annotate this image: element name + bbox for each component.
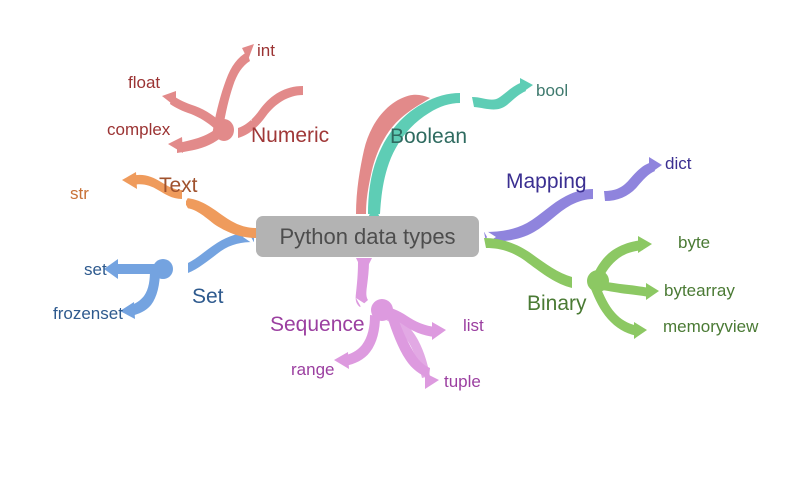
branch-text[interactable] xyxy=(122,172,256,238)
branch-label-numeric[interactable]: Numeric xyxy=(251,124,330,147)
leaf-set-frozenset xyxy=(129,269,160,316)
leaf-label-tuple[interactable]: tuple xyxy=(444,372,481,391)
leaf-label-byte[interactable]: byte xyxy=(678,233,711,252)
leaf-mapping-dict-arrow xyxy=(649,157,662,174)
branch-numeric-trunk xyxy=(356,94,430,214)
branch-sequence-notch xyxy=(356,298,370,316)
branch-set[interactable] xyxy=(104,228,256,319)
leaf-label-float[interactable]: float xyxy=(128,73,161,92)
branch-binary-notch xyxy=(574,273,588,291)
branch-mapping[interactable] xyxy=(482,157,662,246)
branch-sequence-trunk xyxy=(355,262,369,307)
leaf-label-complex[interactable]: complex xyxy=(107,120,171,139)
leaf-numeric-int xyxy=(212,52,250,137)
leaf-binary-memoryview xyxy=(591,286,638,336)
leaf-binary-memoryview-arrow xyxy=(634,322,647,339)
leaf-label-dict[interactable]: dict xyxy=(665,154,692,173)
branch-label-binary[interactable]: Binary xyxy=(527,292,587,315)
center-node[interactable]: Python data types xyxy=(256,216,479,257)
branch-binary[interactable] xyxy=(484,236,659,339)
leaf-label-list[interactable]: list xyxy=(463,316,484,335)
leaf-numeric-float-arrow xyxy=(162,91,176,107)
leaf-label-bytearray[interactable]: bytearray xyxy=(664,281,735,300)
leaf-text-str-arrow xyxy=(122,172,137,189)
branch-sequence-arc xyxy=(382,312,430,378)
branch-numeric[interactable] xyxy=(162,44,430,214)
leaf-sequence-list-arrow xyxy=(432,322,446,340)
branch-set-trunk xyxy=(188,232,254,273)
leaf-sequence-tuple-arrow xyxy=(425,373,439,389)
leaf-numeric-float xyxy=(170,95,224,131)
leaf-label-int[interactable]: int xyxy=(257,41,275,60)
branch-label-set[interactable]: Set xyxy=(192,285,224,308)
branch-sequence[interactable] xyxy=(334,258,446,389)
branch-text-trunk xyxy=(186,198,256,238)
branch-boolean[interactable] xyxy=(366,78,533,222)
branch-binary-trunk xyxy=(484,238,572,288)
branch-label-sequence[interactable]: Sequence xyxy=(270,313,365,336)
leaf-label-frozenset[interactable]: frozenset xyxy=(53,304,123,323)
branch-label-boolean[interactable]: Boolean xyxy=(390,125,468,148)
branch-mapping-trunk xyxy=(484,189,593,242)
branch-numeric-fork xyxy=(214,119,234,141)
leaf-boolean-bool-arrow xyxy=(520,78,533,94)
branch-label-text[interactable]: Text xyxy=(159,174,198,197)
leaf-sequence-range-arrow xyxy=(334,352,349,369)
leaf-label-str[interactable]: str xyxy=(70,184,89,203)
branch-numeric-stem xyxy=(238,86,303,138)
leaf-set-frozenset-arrow xyxy=(120,302,135,319)
leaf-label-bool[interactable]: bool xyxy=(536,81,569,100)
branch-mapping-notch xyxy=(596,185,610,203)
leaf-label-memoryview[interactable]: memoryview xyxy=(663,317,759,336)
leaf-sequence-range xyxy=(343,315,380,366)
leaf-label-set[interactable]: set xyxy=(84,260,107,279)
branch-boolean-notch xyxy=(466,91,478,109)
leaf-text-str xyxy=(131,174,182,199)
leaf-boolean-bool xyxy=(472,82,526,110)
center-node-label: Python data types xyxy=(279,223,456,249)
branch-numeric-notch xyxy=(240,103,252,121)
branch-boolean-trunk xyxy=(368,93,460,214)
leaf-numeric-int-arrow xyxy=(242,44,254,60)
leaf-numeric-complex xyxy=(177,126,225,153)
leaf-binary-bytearray xyxy=(601,281,650,297)
branch-sequence-arrow-center xyxy=(356,258,372,274)
branch-text-notch xyxy=(177,194,190,212)
leaf-binary-byte xyxy=(592,240,643,282)
leaf-binary-byte-arrow xyxy=(638,236,652,253)
leaf-label-range[interactable]: range xyxy=(291,360,335,379)
branch-label-mapping[interactable]: Mapping xyxy=(506,170,587,193)
leaf-sequence-list xyxy=(376,305,436,337)
leaf-set-set-arrow xyxy=(104,259,118,279)
branch-set-notch xyxy=(173,259,186,277)
leaf-binary-bytearray-arrow xyxy=(646,283,659,300)
leaf-mapping-dict xyxy=(604,162,655,201)
leaf-numeric-complex-arrow xyxy=(168,137,183,153)
